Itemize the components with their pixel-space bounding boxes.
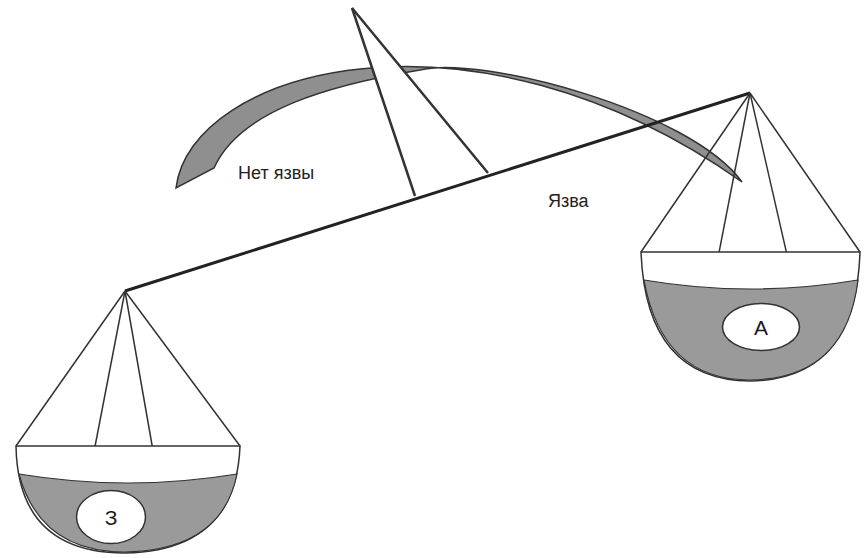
pointer-line — [352, 8, 415, 196]
pan-strings — [16, 291, 240, 462]
pointer-fill — [352, 8, 488, 196]
circle-shape — [77, 491, 146, 544]
pointer-line — [352, 8, 488, 173]
weight-circle: А — [721, 302, 801, 352]
pan-strings — [641, 93, 860, 268]
scale-label: Нет язвы — [238, 164, 314, 184]
weight-label: З — [105, 507, 118, 528]
scale-label: Язва — [548, 192, 589, 212]
circle-shape — [723, 304, 800, 351]
right-pan — [641, 252, 860, 381]
left-pan — [16, 446, 240, 553]
right-pan-fill — [644, 280, 858, 380]
weight-label: А — [754, 317, 768, 338]
left-pan-fill — [19, 474, 237, 552]
weight-circle: З — [75, 489, 147, 545]
